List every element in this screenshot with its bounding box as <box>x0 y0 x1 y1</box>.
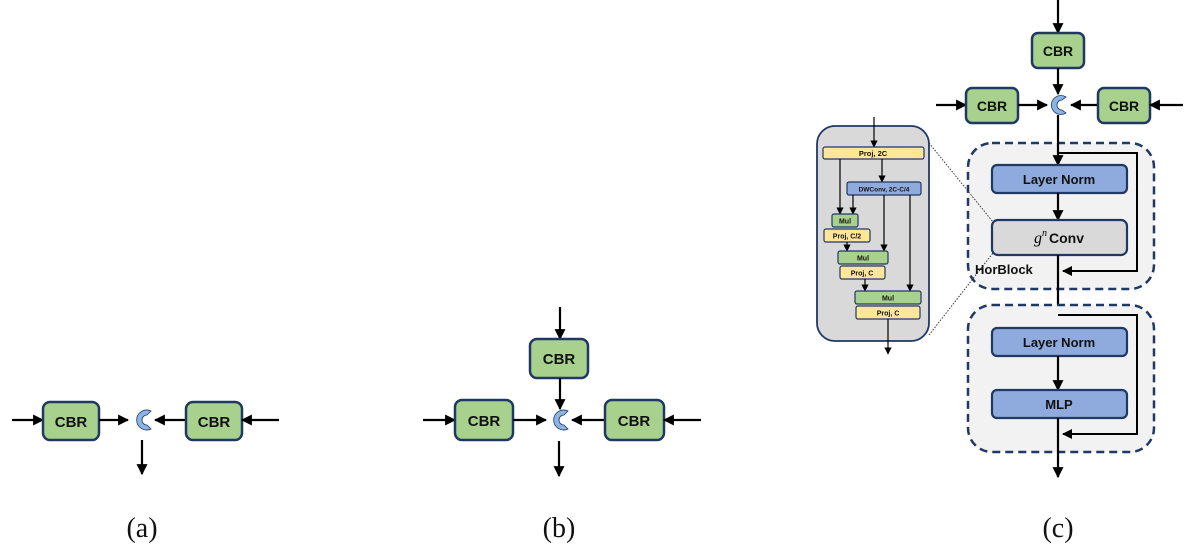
gnconv-suffix: Conv <box>1049 230 1084 246</box>
cbr-label: CBR <box>618 413 651 430</box>
residual-connection-2 <box>1058 314 1138 439</box>
cbr-block-right: CBR <box>184 400 244 442</box>
proj-c-block-1: Proj, C <box>839 265 886 280</box>
cbr-label: CBR <box>468 413 501 430</box>
zoom-guide-top <box>928 142 994 223</box>
gnconv-sup: n <box>1042 228 1047 239</box>
cbr-block-left: CBR <box>964 86 1020 125</box>
cbr-block-left: CBR <box>453 398 515 442</box>
panel-c: CBR CBR CBR HorBlock Layer Norm <box>816 0 1183 544</box>
mul-label: Mul <box>857 256 869 263</box>
mlp-block: MLP <box>990 388 1129 420</box>
caption-a: (a) <box>126 513 157 544</box>
mlp-label: MLP <box>1045 397 1073 412</box>
residual-connection-1 <box>1058 152 1138 276</box>
dwconv-block: DWConv, 2C-C/4 <box>846 181 922 196</box>
cbr-block-right: CBR <box>603 398 666 442</box>
cbr-label: CBR <box>198 414 231 431</box>
horblock-label: HorBlock <box>975 262 1034 277</box>
mul-block-1: Mul <box>831 213 859 228</box>
mul-block-2: Mul <box>837 250 889 265</box>
cbr-label: CBR <box>543 351 576 368</box>
cbr-label: CBR <box>55 414 88 431</box>
mul-label: Mul <box>839 219 851 226</box>
proj-c2-label: Proj, C/2 <box>833 234 862 241</box>
layer-norm-label: Layer Norm <box>1023 172 1095 187</box>
caption-b: (b) <box>543 513 576 544</box>
proj-c-label: Proj, C <box>851 271 874 278</box>
layer-norm-block-1: Layer Norm <box>990 163 1129 195</box>
layer-norm-label: Layer Norm <box>1023 335 1095 350</box>
layer-norm-block-2: Layer Norm <box>990 326 1129 358</box>
cbr-label: CBR <box>1043 43 1073 59</box>
zoom-guide-bottom <box>928 252 994 336</box>
proj-2c-label: Proj, 2C <box>859 149 888 158</box>
mul-block-3: Mul <box>854 290 922 305</box>
concat-icon <box>1050 95 1067 115</box>
proj-2c-block: Proj, 2C <box>822 146 925 160</box>
cbr-label: CBR <box>1109 98 1139 114</box>
caption-c: (c) <box>1042 513 1073 544</box>
gnconv-detail-panel: Proj, 2C DWConv, 2C-C/4 Mul Proj, C/2 <box>816 117 930 355</box>
cbr-block-right: CBR <box>1096 86 1152 125</box>
proj-c-label: Proj, C <box>877 311 900 318</box>
proj-c2-block: Proj, C/2 <box>823 228 871 243</box>
cbr-block-left: CBR <box>41 400 101 442</box>
proj-c-block-2: Proj, C <box>855 305 921 320</box>
mul-label: Mul <box>882 296 894 303</box>
concat-icon <box>136 409 152 431</box>
cbr-block-top: CBR <box>1030 31 1086 70</box>
concat-icon <box>553 409 569 431</box>
dwconv-label: DWConv, 2C-C/4 <box>859 187 910 194</box>
gnconv-base: g <box>1034 230 1042 247</box>
panel-b: CBR CBR CBR (b) <box>423 307 701 544</box>
panel-a: CBR CBR (a) <box>12 400 279 544</box>
cbr-block-top: CBR <box>528 337 590 380</box>
cbr-label: CBR <box>977 98 1007 114</box>
